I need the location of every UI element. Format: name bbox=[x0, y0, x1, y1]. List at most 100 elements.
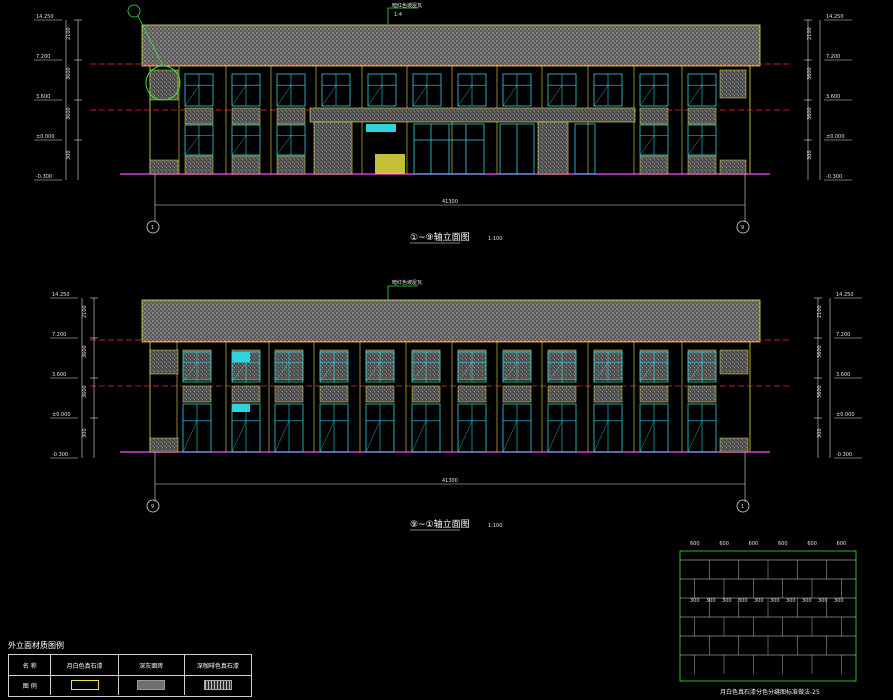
window-swing bbox=[593, 420, 609, 453]
window-swing bbox=[365, 362, 381, 383]
detail-row-dim: 300 bbox=[722, 598, 732, 604]
detail-dim: 600 bbox=[837, 541, 847, 547]
signage-panel bbox=[232, 404, 250, 412]
dim-value: 2100 bbox=[817, 305, 823, 318]
window-swing bbox=[182, 420, 198, 453]
axis-label: 1 bbox=[151, 225, 154, 231]
axis-bubble bbox=[146, 220, 160, 234]
level-value: ±0.000 bbox=[52, 412, 71, 418]
window-bays-top bbox=[149, 66, 747, 175]
stone-panel bbox=[231, 107, 261, 125]
window-swing bbox=[547, 85, 563, 107]
window-swing bbox=[412, 85, 428, 107]
window-swing bbox=[502, 420, 518, 453]
entrance-frame bbox=[313, 121, 353, 175]
window-swing bbox=[639, 362, 655, 383]
window-swing bbox=[184, 135, 200, 156]
elevation-bottom: 暗红色坡屋瓦 41300 9 1 ⑨~①轴立面图 1:100 bbox=[90, 279, 790, 531]
legend-header-cell: 名 称 bbox=[9, 655, 52, 675]
stone-panel bbox=[547, 385, 577, 403]
elevation-scale: 1:100 bbox=[488, 236, 502, 242]
level-value: 14.250 bbox=[826, 14, 844, 20]
stone-panel bbox=[274, 385, 304, 403]
stone-panel bbox=[687, 385, 717, 403]
roof-note-2: 1:4 bbox=[394, 12, 402, 18]
level-value: ±0.000 bbox=[36, 134, 55, 140]
window-swing bbox=[321, 85, 337, 107]
dim-value: 2100 bbox=[66, 27, 72, 40]
window-swing bbox=[274, 362, 290, 383]
stone-panel bbox=[411, 385, 441, 403]
level-value: -0.300 bbox=[52, 452, 68, 458]
legend-header-cell: 深灰面砖 bbox=[119, 655, 185, 675]
level-value: 7.200 bbox=[36, 54, 50, 60]
entrance-canopy bbox=[309, 107, 636, 123]
detail-row-dim: 300 bbox=[706, 598, 716, 604]
stone-panel bbox=[502, 385, 532, 403]
legend-header-cell: 月白色真石漆 bbox=[51, 655, 119, 675]
window-swing bbox=[457, 362, 473, 383]
stone-panel bbox=[231, 385, 261, 403]
dim-value: 3600 bbox=[66, 107, 72, 120]
window-swing bbox=[231, 420, 247, 453]
window-swing bbox=[319, 362, 335, 383]
level-value: 14.250 bbox=[52, 292, 70, 298]
stone-panel bbox=[457, 385, 487, 403]
legend-title: 外立面材质图例 bbox=[8, 641, 64, 650]
window-swing bbox=[411, 420, 427, 453]
legend-swatch-cell bbox=[185, 675, 251, 695]
window-swing bbox=[687, 420, 703, 453]
detail-row-dim: 300 bbox=[786, 598, 796, 604]
window-swing bbox=[184, 85, 200, 107]
level-value: ±0.000 bbox=[826, 134, 845, 140]
level-value: 3.600 bbox=[52, 372, 66, 378]
axis-label: 1 bbox=[741, 504, 744, 510]
legend-swatch-cell bbox=[51, 675, 119, 695]
dim-value: 3600 bbox=[807, 107, 813, 120]
axis-label: 9 bbox=[151, 504, 154, 510]
stone-panel bbox=[184, 155, 214, 175]
swatch-grey-tile bbox=[137, 680, 166, 690]
level-dims-right-top: 21003600360030014.2507.2003.600±0.000-0.… bbox=[804, 14, 852, 181]
window-swing bbox=[687, 362, 703, 383]
dim-value: 300 bbox=[807, 150, 813, 160]
window-swing bbox=[457, 85, 473, 107]
detail-caption: 月白色真石漆分色分缝图标准做法-25 bbox=[720, 688, 820, 696]
detail-dim: 600 bbox=[807, 541, 817, 547]
stone-panel bbox=[719, 437, 749, 453]
stone-panel bbox=[231, 155, 261, 175]
window-swing bbox=[411, 362, 427, 383]
stone-panel bbox=[149, 437, 179, 453]
elevation-top: 暗红色坡屋瓦 1:4 41300 1 9 ①~⑨轴立面图 1:100 bbox=[90, 2, 790, 244]
detail-row-dim: 300 bbox=[802, 598, 812, 604]
stone-panel bbox=[149, 159, 179, 175]
detail-row-dim: 300 bbox=[818, 598, 828, 604]
window-swing bbox=[276, 135, 292, 156]
window-swing bbox=[593, 85, 609, 107]
level-value: 3.600 bbox=[36, 94, 50, 100]
dim-value: 3600 bbox=[82, 385, 88, 398]
swatch-brown-stone bbox=[203, 680, 232, 690]
stone-panel bbox=[639, 155, 669, 175]
legend-table: 名 称 月白色真石漆 深灰面砖 深咖啡色真石漆 图 例 bbox=[8, 654, 252, 697]
legend-header-cell: 深咖啡色真石漆 bbox=[196, 662, 239, 670]
stone-panel bbox=[719, 69, 747, 99]
level-value: -0.300 bbox=[36, 174, 52, 180]
level-value: 7.200 bbox=[836, 332, 850, 338]
window-swing bbox=[687, 135, 703, 156]
swatch-white-stone bbox=[70, 680, 99, 690]
window-swing bbox=[639, 420, 655, 453]
legend-header-row: 名 称 月白色真石漆 深灰面砖 深咖啡色真石漆 bbox=[9, 655, 251, 676]
window-swing bbox=[639, 85, 655, 107]
window-swing bbox=[593, 362, 609, 383]
window-swing bbox=[502, 85, 518, 107]
level-value: ±0.000 bbox=[836, 412, 855, 418]
stone-panel bbox=[639, 107, 669, 125]
level-value: 3.600 bbox=[826, 94, 840, 100]
stone-panel bbox=[639, 385, 669, 403]
stone-panel bbox=[149, 69, 179, 101]
stone-panel bbox=[184, 107, 214, 125]
dim-value: 3600 bbox=[807, 67, 813, 80]
stone-panel bbox=[593, 385, 623, 403]
